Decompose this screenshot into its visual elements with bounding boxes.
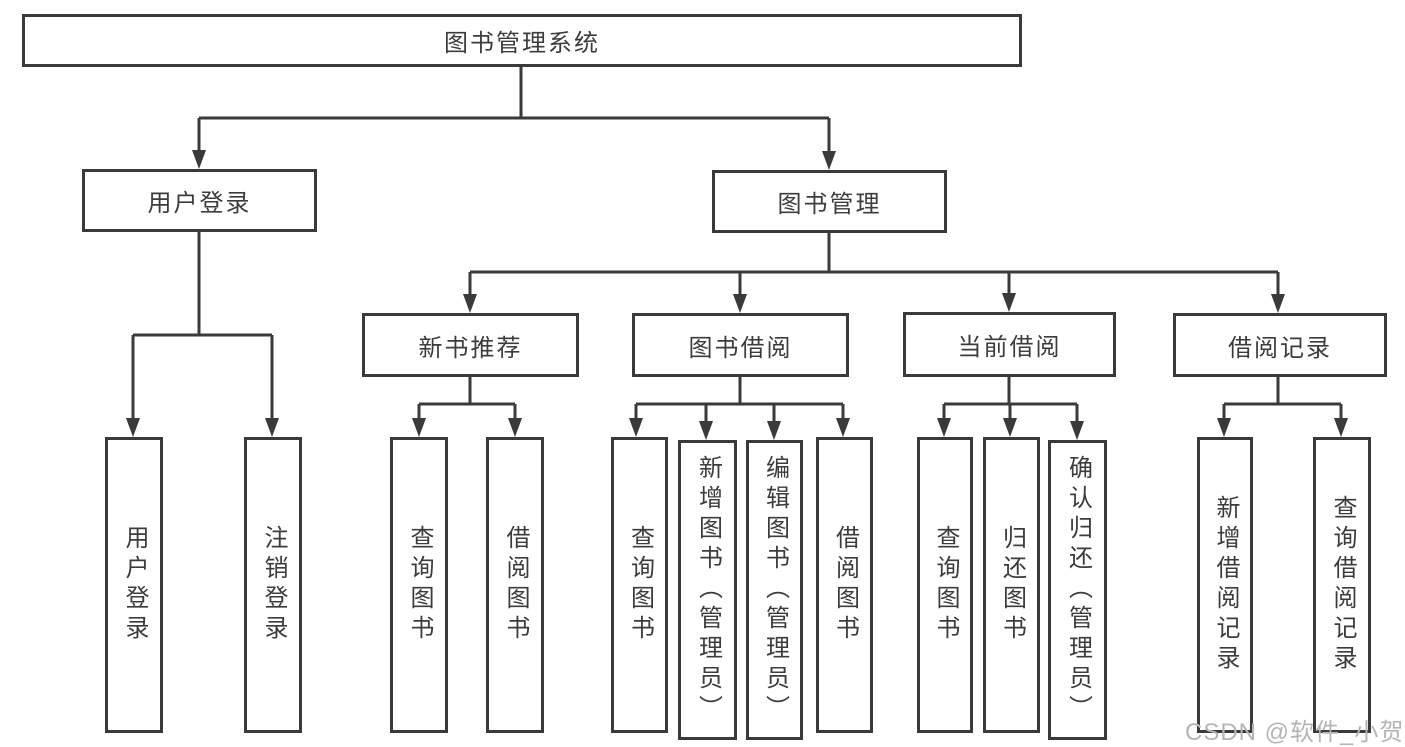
leaf-bb-query-books: 查询图书 <box>611 437 668 733</box>
node-library-system: 图书管理系统 <box>22 14 1022 67</box>
node-new-book-recommend: 新书推荐 <box>362 313 579 377</box>
node-label: 用户登录 <box>147 190 252 217</box>
node-label: 图书管理 <box>777 191 882 218</box>
leaf-cb-confirm-return-admin: 确认归还（管理员） <box>1048 440 1107 740</box>
node-label: 当前借阅 <box>957 334 1062 361</box>
node-label: 查询借阅记录 <box>1329 495 1356 675</box>
node-label: 借阅图书 <box>831 525 859 645</box>
node-label: 图书借阅 <box>688 334 793 362</box>
node-book-management: 图书管理 <box>712 170 947 233</box>
node-current-borrowing: 当前借阅 <box>903 312 1116 377</box>
node-label: 新增图书（管理员） <box>694 455 722 725</box>
leaf-cb-return-books: 归还图书 <box>983 437 1040 733</box>
leaf-cb-query-books: 查询图书 <box>917 437 973 733</box>
node-label: 用户登录 <box>121 525 148 645</box>
leaf-nbr-query-books: 查询图书 <box>390 437 448 733</box>
node-label: 注销登录 <box>260 525 287 645</box>
leaf-bb-borrow-books: 借阅图书 <box>816 437 873 733</box>
leaf-bb-add-books-admin: 新增图书（管理员） <box>678 440 737 740</box>
leaf-br-query-record: 查询借阅记录 <box>1313 437 1371 733</box>
node-label: 图书管理系统 <box>444 30 600 57</box>
tree-edges <box>131 67 1343 426</box>
node-label: 归还图书 <box>998 525 1026 645</box>
leaf-br-add-record: 新增借阅记录 <box>1197 437 1253 733</box>
arrowhead-icons <box>126 150 1348 440</box>
node-label: 新增借阅记录 <box>1212 495 1239 675</box>
node-label: 借阅图书 <box>502 525 529 645</box>
csdn-watermark: CSDN @软件_小贺同学 <box>1185 719 1405 746</box>
leaf-user-login: 用户登录 <box>105 437 163 733</box>
node-label: 查询图书 <box>406 525 433 645</box>
leaf-nbr-borrow-books: 借阅图书 <box>486 437 544 733</box>
leaf-bb-edit-books-admin: 编辑图书（管理员） <box>746 440 803 740</box>
node-book-borrowing: 图书借阅 <box>632 313 849 377</box>
node-user-login: 用户登录 <box>82 169 317 232</box>
node-label: 编辑图书（管理员） <box>761 455 789 725</box>
node-borrowing-records: 借阅记录 <box>1173 313 1387 377</box>
node-label: 借阅记录 <box>1228 334 1332 362</box>
node-label: 确认归还（管理员） <box>1064 455 1092 725</box>
node-label: 查询图书 <box>626 525 654 645</box>
node-label: 查询图书 <box>932 525 959 645</box>
node-label: 新书推荐 <box>418 334 523 362</box>
leaf-logout: 注销登录 <box>244 437 302 733</box>
